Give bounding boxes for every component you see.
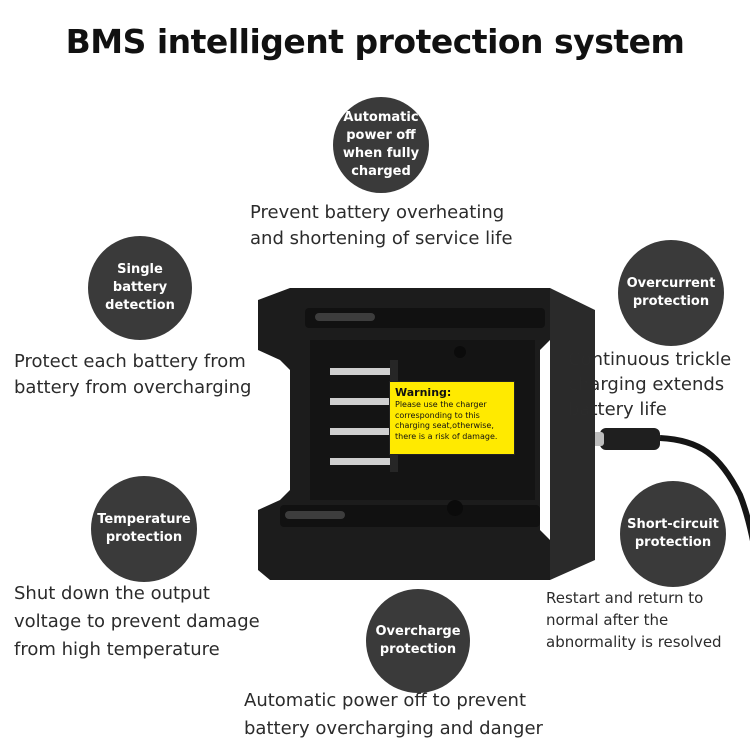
badge-auto-power-off: Automatic power off when fully charged xyxy=(333,97,429,193)
badge-overcurrent: Overcurrent protection xyxy=(618,240,724,346)
warning-label: Warning: Please use the charger correspo… xyxy=(389,381,515,455)
page-title: BMS intelligent protection system xyxy=(65,22,685,61)
badge-temperature: Temperature protection xyxy=(91,476,197,582)
desc-overcharge: Automatic power off to prevent battery o… xyxy=(244,690,543,739)
warning-heading: Warning: xyxy=(395,386,452,399)
badge-single-battery: Single battery detection xyxy=(88,236,192,340)
desc-single-battery: Protect each battery from battery from o… xyxy=(14,351,252,398)
desc-auto-power-off: Prevent battery overheating and shorteni… xyxy=(250,202,513,249)
desc-short-circuit: Restart and return to normal after the a… xyxy=(546,589,722,651)
badge-short-circuit: Short-circuit protection xyxy=(620,481,726,587)
warning-text: Please use the charger corresponding to … xyxy=(395,400,498,441)
desc-overcurrent: Continuous trickle charging extends batt… xyxy=(568,349,732,420)
badge-overcharge: Overcharge protection xyxy=(366,589,470,693)
desc-temperature: Shut down the output voltage to prevent … xyxy=(14,583,260,660)
